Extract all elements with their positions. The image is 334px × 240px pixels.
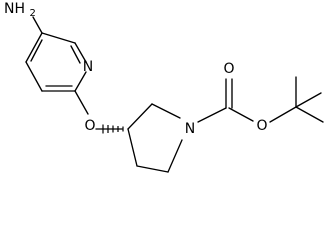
bond <box>25 61 43 92</box>
bond <box>32 16 43 34</box>
bond <box>127 103 153 130</box>
amine-label: NH 2 <box>4 1 36 19</box>
chemical-structure-diagram: NH 2 N O N O O <box>4 1 324 173</box>
bond-lines <box>25 16 324 173</box>
bond <box>151 103 181 119</box>
bond <box>295 92 322 108</box>
bond <box>228 107 254 122</box>
carbonyl-o-label: O <box>223 61 234 77</box>
bond <box>74 71 87 92</box>
bond <box>127 128 138 167</box>
pyrrolidine-n-label: N <box>185 121 195 137</box>
bond <box>74 42 87 63</box>
bond <box>41 32 76 44</box>
pyridine-n-label: N <box>83 59 93 75</box>
ether-o-label: O <box>84 118 95 134</box>
ester-o-label: O <box>256 118 267 134</box>
bond <box>295 106 324 123</box>
bond <box>136 165 169 173</box>
bond <box>74 90 89 115</box>
bond <box>25 32 43 63</box>
bond <box>269 106 297 123</box>
bond <box>167 139 183 173</box>
bond <box>197 107 227 123</box>
stereo-hash-wedge <box>102 124 124 134</box>
bond <box>30 39 43 62</box>
bond <box>70 45 81 64</box>
